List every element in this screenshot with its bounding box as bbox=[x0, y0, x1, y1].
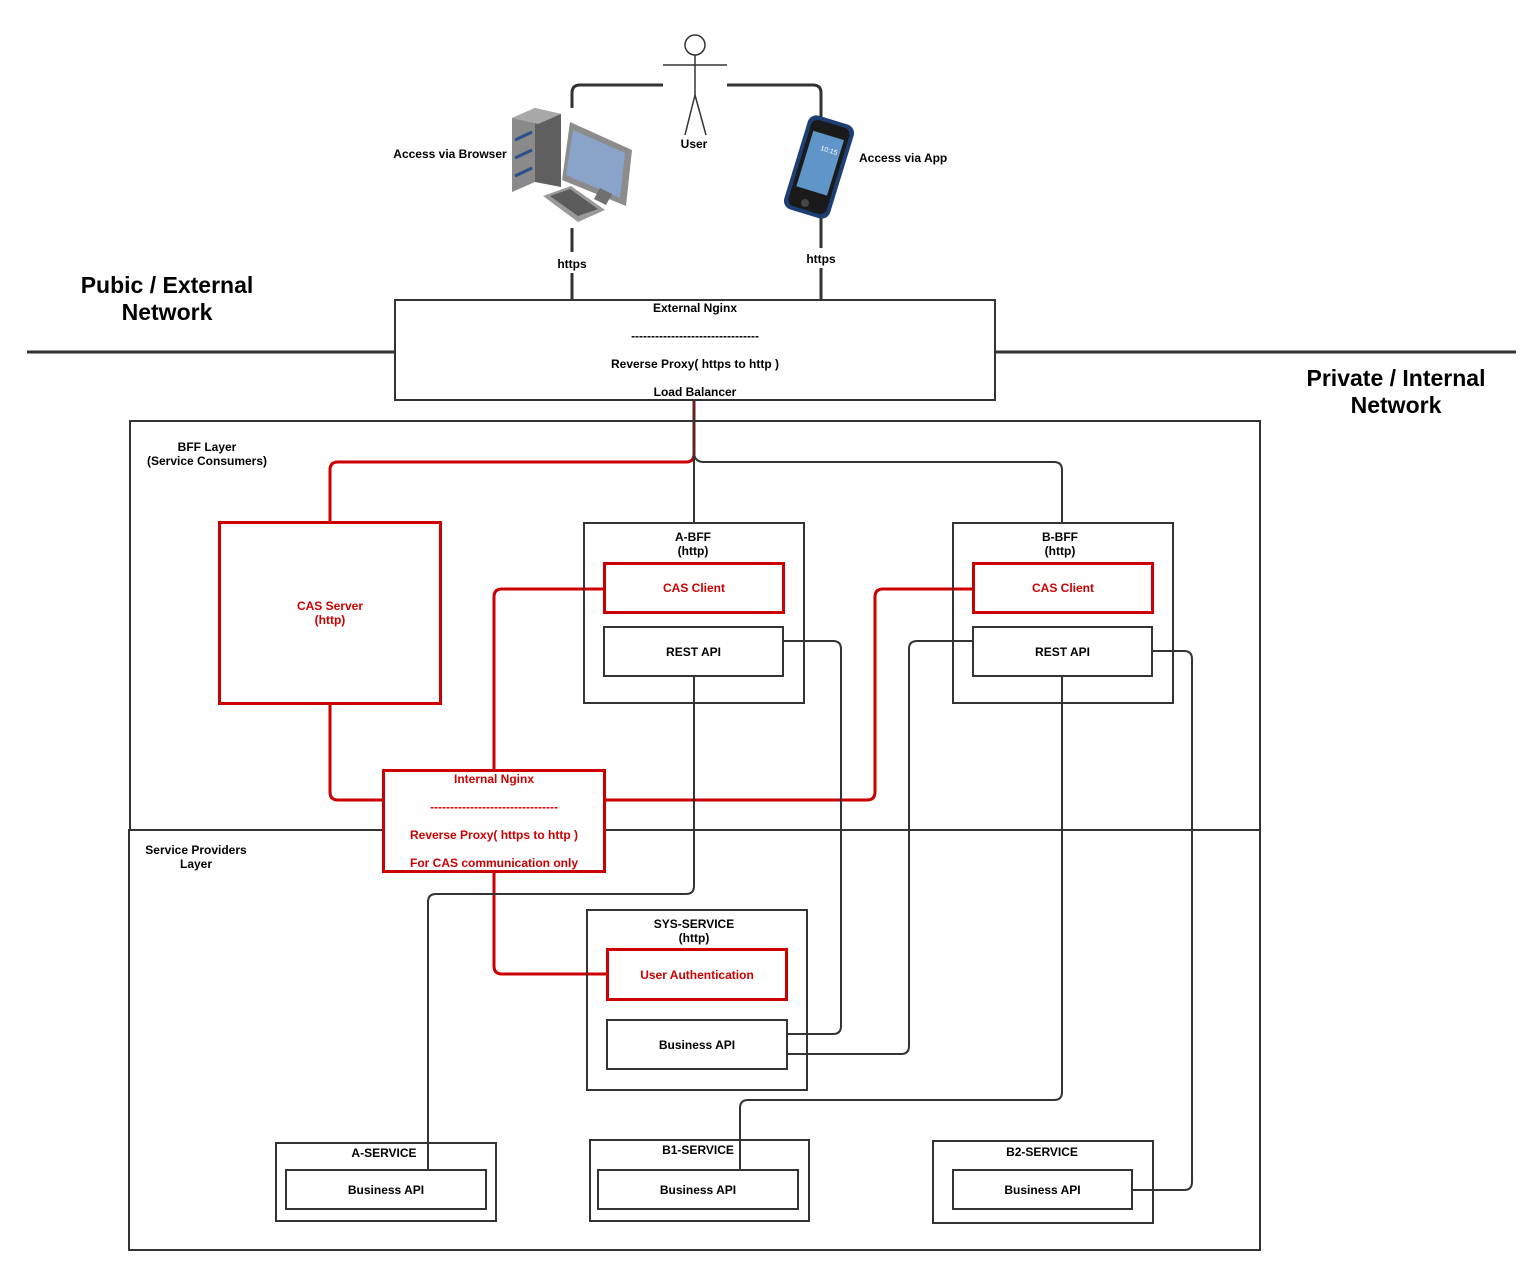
public-network-label: Pubic / External Network bbox=[80, 272, 254, 325]
phone-clock-text: 10:15 bbox=[819, 145, 838, 157]
external-nginx-proxy-text: Reverse Proxy( https to http ) bbox=[610, 357, 780, 371]
b-bff-cas-client: CAS Client bbox=[972, 562, 1154, 614]
b2-service-business-api: Business API bbox=[952, 1169, 1133, 1210]
a-bff-rest-api-label: REST API bbox=[666, 644, 721, 659]
internal-nginx-proxy-text: Reverse Proxy( https to http ) bbox=[409, 828, 579, 842]
a-service-title: A-SERVICE bbox=[351, 1146, 417, 1160]
b-bff-cas-client-label: CAS Client bbox=[1031, 581, 1094, 595]
a-service-business-api-label: Business API bbox=[347, 1182, 425, 1197]
a-bff-rest-api: REST API bbox=[603, 626, 784, 677]
service-provider-layer bbox=[128, 829, 1261, 1251]
internal-nginx-separator: -------------------------------- bbox=[430, 800, 558, 814]
a-bff-cas-client: CAS Client bbox=[603, 562, 785, 614]
b2-service-business-api-label: Business API bbox=[1004, 1182, 1081, 1197]
bff-layer-title: BFF Layer (Service Consumers) bbox=[146, 440, 268, 468]
service-provider-layer-title: Service Providers Layer bbox=[145, 843, 247, 871]
external-nginx-title: External Nginx bbox=[652, 301, 738, 315]
abff-rest-to-sys-line bbox=[783, 640, 842, 1035]
app-access-label: Access via App bbox=[859, 151, 948, 165]
app-protocol-label: https bbox=[806, 252, 836, 266]
user-icon bbox=[663, 34, 727, 136]
user-authentication-box: User Authentication bbox=[606, 948, 788, 1001]
internal-nginx-purpose-text: For CAS communication only bbox=[409, 856, 578, 870]
b-bff-title: B-BFF (http) bbox=[1042, 530, 1078, 558]
bbff-rest-to-b1service-line bbox=[739, 676, 1063, 1170]
private-network-label: Private / Internal Network bbox=[1306, 365, 1486, 418]
nginx-to-bbff-line bbox=[693, 451, 1063, 523]
internal-nginx-title: Internal Nginx bbox=[453, 772, 534, 786]
sys-business-api-label: Business API bbox=[658, 1037, 736, 1052]
external-nginx-box: External Nginx -------------------------… bbox=[394, 299, 996, 401]
desktop-computer-icon bbox=[512, 108, 632, 222]
internal-nginx-to-bbff-cas-line bbox=[605, 587, 973, 802]
internal-nginx-to-auth-line bbox=[492, 871, 607, 976]
internal-nginx-to-abff-cas-line bbox=[492, 587, 604, 770]
user-to-app-line bbox=[727, 83, 823, 118]
user-label: User bbox=[680, 137, 708, 151]
b-bff-rest-api: REST API bbox=[972, 626, 1153, 677]
a-bff-cas-client-label: CAS Client bbox=[662, 581, 725, 595]
user-to-browser-line bbox=[570, 83, 663, 108]
user-authentication-label: User Authentication bbox=[640, 967, 754, 982]
smartphone-icon: 10:15 bbox=[783, 115, 855, 219]
b2-service-title: B2-SERVICE bbox=[1006, 1145, 1078, 1159]
external-nginx-lb-text: Load Balancer bbox=[653, 385, 737, 399]
b1-service-business-api-label: Business API bbox=[659, 1182, 737, 1197]
external-nginx-separator: -------------------------------- bbox=[631, 329, 759, 343]
b1-service-title: B1-SERVICE bbox=[662, 1143, 734, 1157]
bbff-rest-to-b2service-line bbox=[1132, 650, 1193, 1191]
abff-rest-to-aservice-line bbox=[427, 676, 695, 1170]
a-service-business-api: Business API bbox=[285, 1169, 487, 1210]
a-bff-title: A-BFF (http) bbox=[675, 530, 711, 558]
cas-server-to-internal-nginx-line bbox=[328, 704, 383, 802]
bbff-rest-to-sys-line bbox=[787, 640, 973, 1055]
cas-server-title: CAS Server (http) bbox=[296, 599, 364, 627]
internal-nginx-box: Internal Nginx -------------------------… bbox=[382, 769, 606, 873]
sys-service-title: SYS-SERVICE (http) bbox=[653, 917, 735, 945]
browser-access-label: Access via Browser bbox=[393, 147, 507, 161]
sys-business-api: Business API bbox=[606, 1019, 788, 1070]
b-bff-rest-api-label: REST API bbox=[1035, 644, 1090, 659]
b1-service-business-api: Business API bbox=[597, 1169, 799, 1210]
cas-server-box: CAS Server (http) bbox=[218, 521, 442, 705]
browser-protocol-label: https bbox=[557, 257, 587, 271]
